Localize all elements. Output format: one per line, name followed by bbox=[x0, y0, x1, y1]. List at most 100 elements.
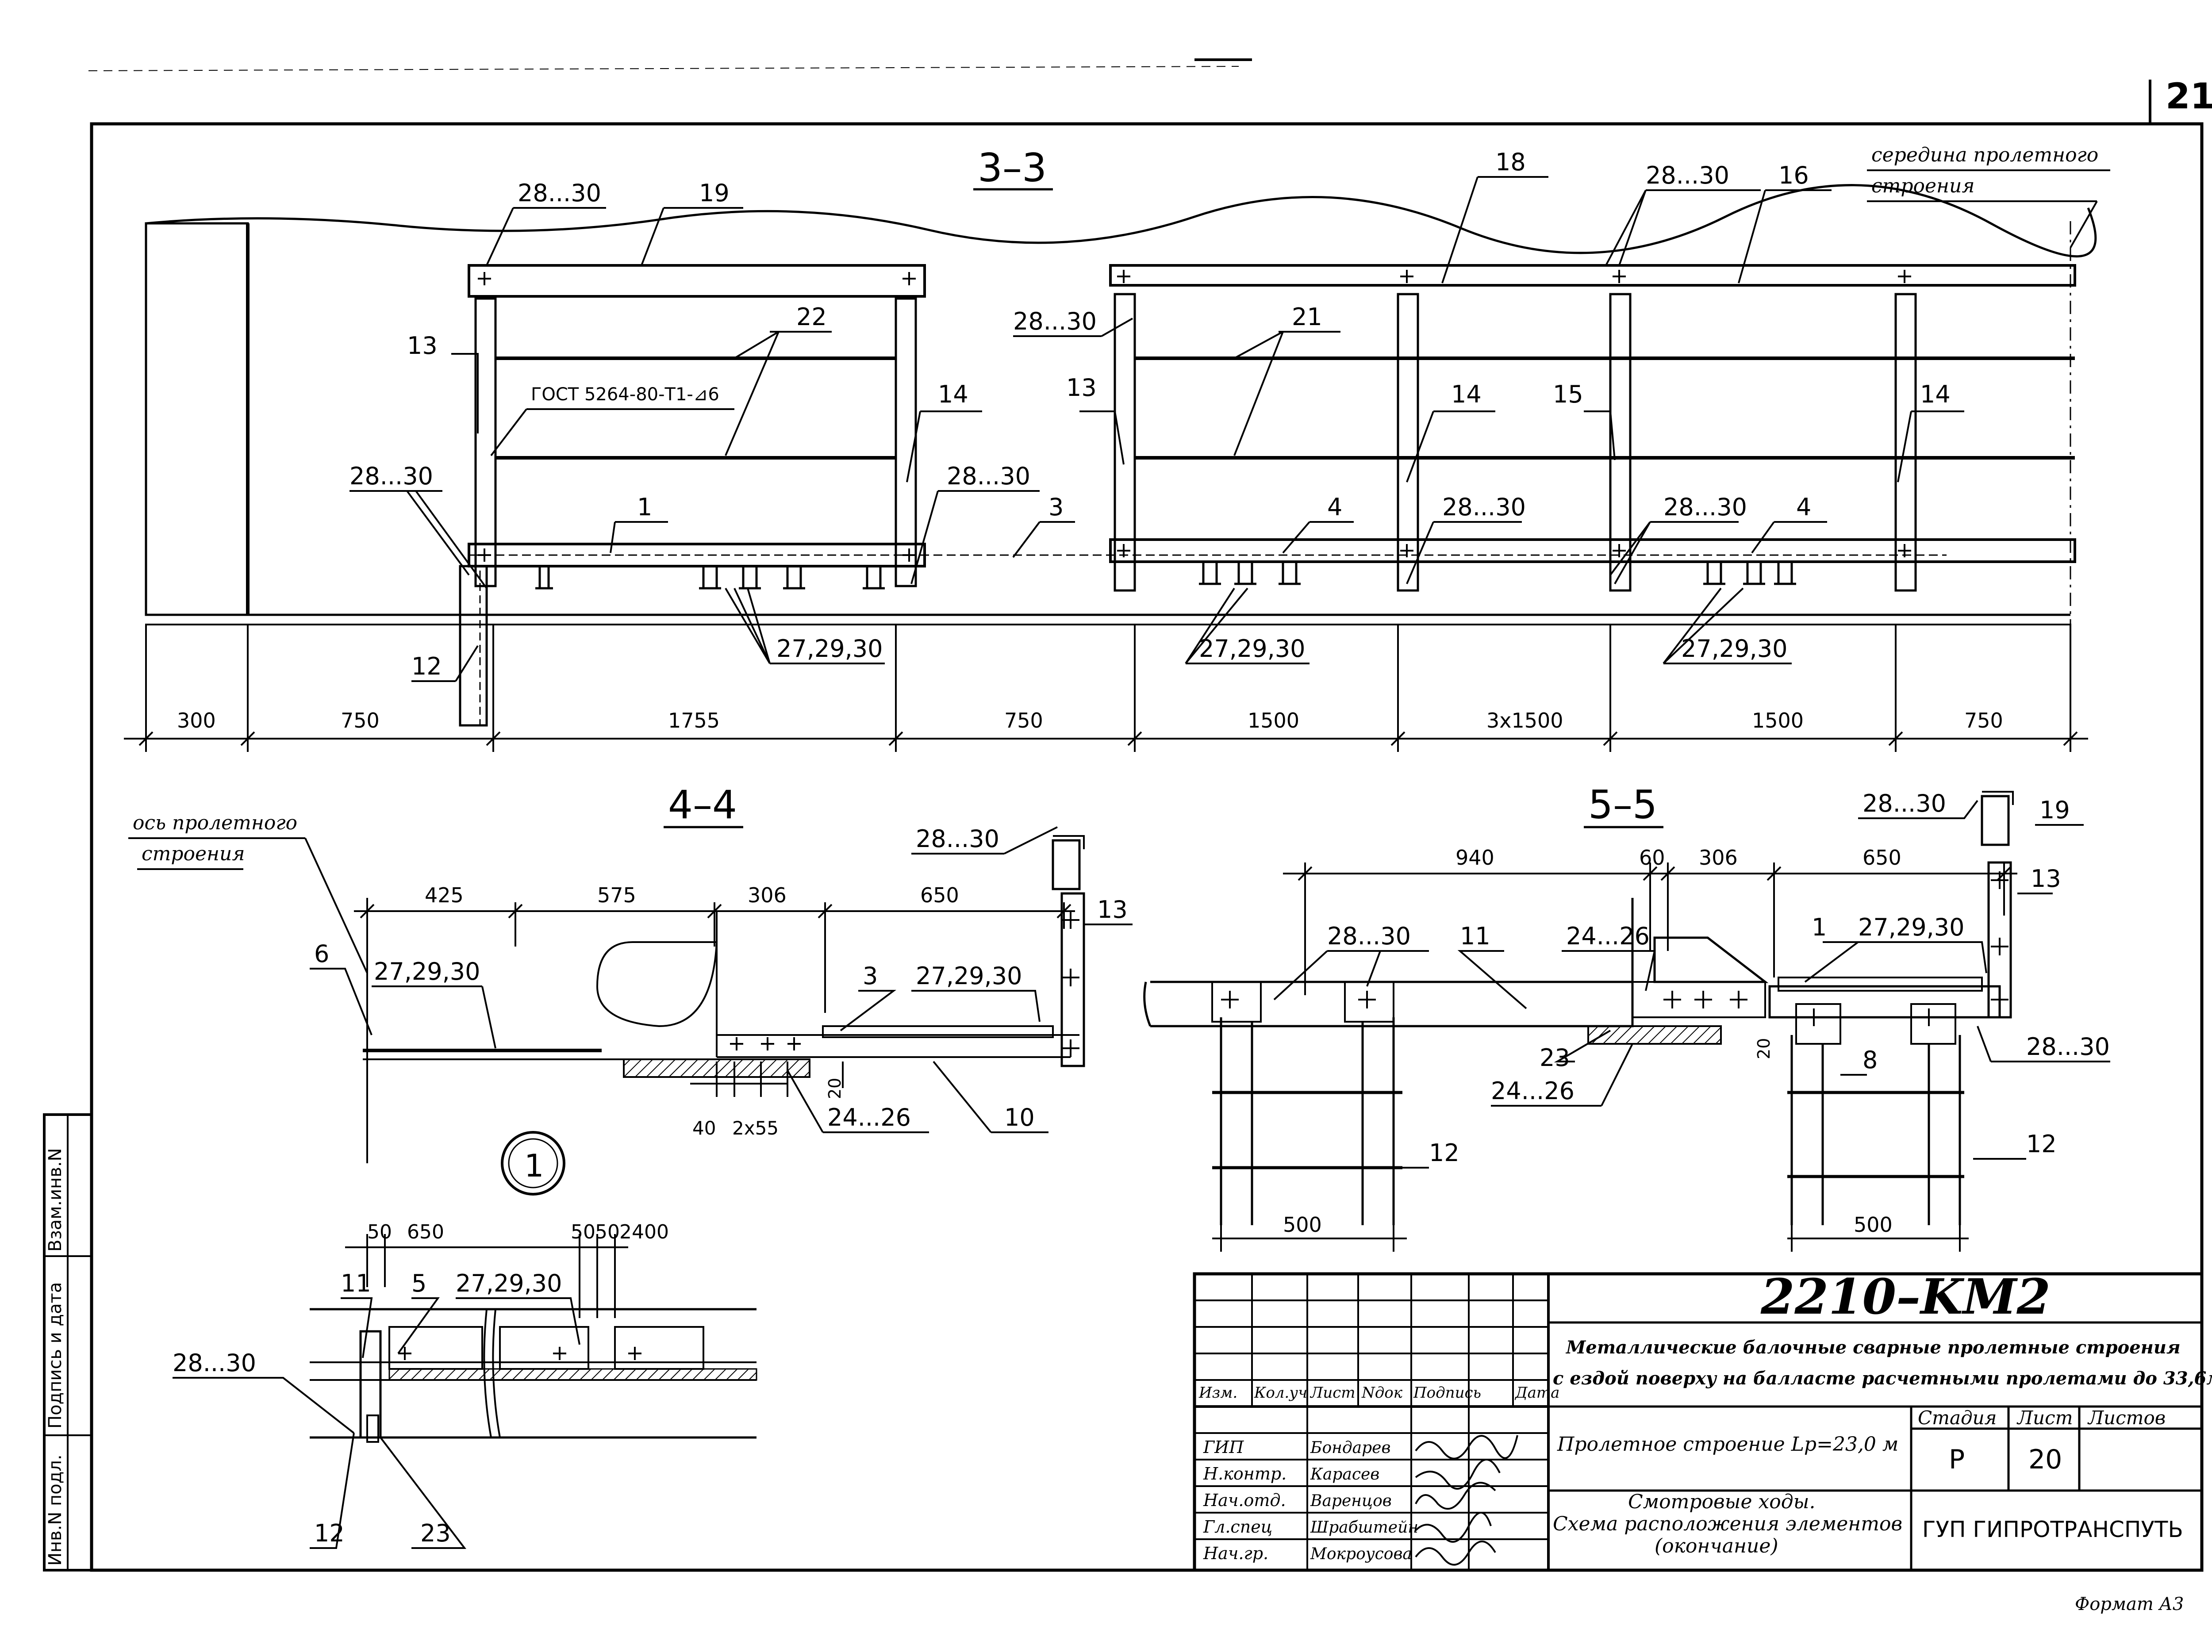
dim-3-3-1: 750 bbox=[341, 709, 380, 732]
callout-3-3-6: 13 bbox=[407, 332, 438, 360]
detail-1-dim-2: 50 bbox=[571, 1221, 595, 1243]
dim-3-3-7: 750 bbox=[1964, 709, 2003, 732]
detail-1-callout-0: 11 bbox=[341, 1269, 371, 1297]
detail-1-label: 1 bbox=[524, 1148, 544, 1184]
detail-1-dim-0: 50 bbox=[367, 1221, 392, 1243]
stamp-signature-date: Подпись и дата bbox=[45, 1282, 65, 1429]
col-kol: Кол.уч bbox=[1254, 1384, 1307, 1402]
section-5-5-title: 5–5 bbox=[1588, 782, 1657, 828]
callout-3-3-13: 14 bbox=[1920, 380, 1951, 408]
dim-5-5-bottom-0: 500 bbox=[1283, 1213, 1322, 1237]
dim-3-3-4: 1500 bbox=[1248, 709, 1299, 732]
detail-1-callout-3: 28...30 bbox=[173, 1349, 256, 1377]
callout-4-4-5: 27,29,30 bbox=[916, 962, 1022, 990]
callout-5-5-5: 24...26 bbox=[1566, 922, 1650, 950]
sheet-value: 20 bbox=[2028, 1444, 2062, 1475]
section-4-4-title: 4–4 bbox=[668, 782, 737, 828]
sheet-label: Лист bbox=[2016, 1407, 2073, 1429]
callout-3-3-7: 22 bbox=[796, 303, 827, 331]
dim-5-5-top-3: 650 bbox=[1863, 846, 1901, 870]
gost-weld-note: ГОСТ 5264-80-Т1-⊿6 bbox=[531, 384, 719, 405]
callout-5-5-11: 28...30 bbox=[2026, 1033, 2110, 1061]
section-3-3-title: 3–3 bbox=[978, 145, 1047, 191]
callout-4-4-0: 28...30 bbox=[916, 825, 999, 853]
callout-3-3-14: 28...30 bbox=[349, 462, 433, 490]
callout-3-3-8: 14 bbox=[938, 380, 968, 408]
section-5-5: 5–5 940 60 306 650 bbox=[1143, 782, 2110, 1252]
col-podpis: Подпись bbox=[1413, 1384, 1481, 1402]
callout-5-5-7: 27,29,30 bbox=[1858, 913, 1964, 941]
side-stamp: Инв.N подл. Подпись и дата Взам.инв.N bbox=[43, 1113, 93, 1572]
callout-3-3-5: 28...30 bbox=[1013, 307, 1097, 335]
drawing-line-2: Схема расположения элементов bbox=[1553, 1513, 1902, 1535]
detail-1-callout-1: 5 bbox=[411, 1269, 426, 1297]
callout-3-3-10: 13 bbox=[1066, 374, 1097, 402]
dim-4-4-bottom-1: 2x55 bbox=[732, 1117, 779, 1139]
callout-3-3-3: 28...30 bbox=[1646, 161, 1729, 189]
callout-3-3-23: 27,29,30 bbox=[776, 635, 883, 663]
callout-5-5-13: 12 bbox=[2026, 1130, 2057, 1158]
callout-5-5-9: 24...26 bbox=[1491, 1077, 1575, 1105]
callout-3-3-0: 28...30 bbox=[518, 179, 601, 207]
callout-5-5-8: 23 bbox=[1540, 1044, 1570, 1072]
dim-4-4-top-3: 650 bbox=[920, 883, 959, 907]
callout-4-4-2: 6 bbox=[314, 940, 329, 968]
detail-1-dim-3: 50 bbox=[595, 1221, 620, 1243]
callout-5-5-3: 28...30 bbox=[1327, 922, 1411, 950]
detail-1-dim-4: 2400 bbox=[619, 1221, 669, 1243]
callout-5-5-6: 1 bbox=[1812, 913, 1827, 941]
dim-5-5-bottom-1: 500 bbox=[1854, 1213, 1893, 1237]
callout-3-3-2: 18 bbox=[1495, 148, 1526, 176]
dim-4-4-bottom-0: 40 bbox=[692, 1117, 716, 1139]
span-title: Пролетное строение Lр=23,0 м bbox=[1557, 1433, 1898, 1456]
project-line-2: с ездой поверху на балласте расчетными п… bbox=[1553, 1368, 2212, 1389]
callout-3-3-15: 28...30 bbox=[947, 462, 1030, 490]
stage-label: Стадия bbox=[1918, 1407, 1997, 1429]
role-0: ГИП bbox=[1203, 1437, 1244, 1457]
detail-1: 1 50 650 50 50 2400 11 5 27,2 bbox=[173, 1131, 757, 1549]
dim-5-5-bottom-2: 20 bbox=[1754, 1038, 1774, 1059]
dim-3-3-0: 300 bbox=[177, 709, 216, 732]
dim-5-5-top-2: 306 bbox=[1699, 846, 1738, 870]
dim-3-3-6: 1500 bbox=[1752, 709, 1804, 732]
callout-5-5-1: 19 bbox=[2039, 796, 2070, 824]
dim-3-3-3: 750 bbox=[1004, 709, 1043, 732]
callout-3-3-16: 1 bbox=[637, 493, 652, 521]
name-1: Карасев bbox=[1310, 1465, 1379, 1483]
note-span-middle-1: середина пролетного bbox=[1871, 144, 2098, 166]
detail-1-callout-4: 12 bbox=[314, 1519, 345, 1547]
detail-1-callout-5: 23 bbox=[420, 1519, 451, 1547]
callout-4-4-1: 13 bbox=[1097, 896, 1128, 924]
col-izm: Изм. bbox=[1198, 1384, 1237, 1402]
callout-4-4-4: 3 bbox=[863, 962, 878, 990]
callout-3-3-20: 28...30 bbox=[1663, 493, 1747, 521]
callout-4-4-7: 10 bbox=[1004, 1104, 1035, 1131]
callout-5-5-10: 8 bbox=[1863, 1046, 1878, 1074]
title-block: 2210–KM2 Металлические балочные сварные … bbox=[1193, 1268, 2212, 1614]
callout-3-3-12: 15 bbox=[1553, 380, 1583, 408]
callout-3-3-9: 21 bbox=[1292, 303, 1322, 331]
role-2: Нач.отд. bbox=[1203, 1491, 1286, 1510]
dim-4-4-top-0: 425 bbox=[425, 883, 464, 907]
callout-3-3-22: 12 bbox=[411, 652, 442, 680]
signatures bbox=[1415, 1435, 1518, 1566]
dim-3-3-2: 1755 bbox=[668, 709, 720, 732]
corner-sheet-number: 21 bbox=[2166, 76, 2212, 117]
note-span-axis-2: строения bbox=[142, 843, 245, 865]
role-4: Нач.гр. bbox=[1203, 1544, 1268, 1563]
col-data: Дата bbox=[1514, 1384, 1559, 1402]
dim-4-4-top-1: 575 bbox=[597, 883, 636, 907]
callout-5-5-4: 11 bbox=[1460, 922, 1490, 950]
section-4-4: 4–4 ось пролетного строения 425 575 306 … bbox=[128, 782, 1133, 1163]
dim-4-4-top-2: 306 bbox=[748, 883, 787, 907]
dim-5-5-top-1: 60 bbox=[1639, 846, 1665, 870]
dim-3-3-5: 3x1500 bbox=[1486, 709, 1563, 732]
callout-3-3-25: 27,29,30 bbox=[1681, 635, 1787, 663]
callout-4-4-3: 27,29,30 bbox=[374, 958, 480, 985]
stamp-replaced-inv: Взам.инв.N bbox=[45, 1148, 65, 1252]
section-3-3: 3–3 bbox=[124, 144, 2110, 752]
detail-1-callout-2: 27,29,30 bbox=[456, 1269, 562, 1297]
callout-3-3-11: 14 bbox=[1451, 380, 1482, 408]
dim-5-5-top-0: 940 bbox=[1455, 846, 1494, 870]
